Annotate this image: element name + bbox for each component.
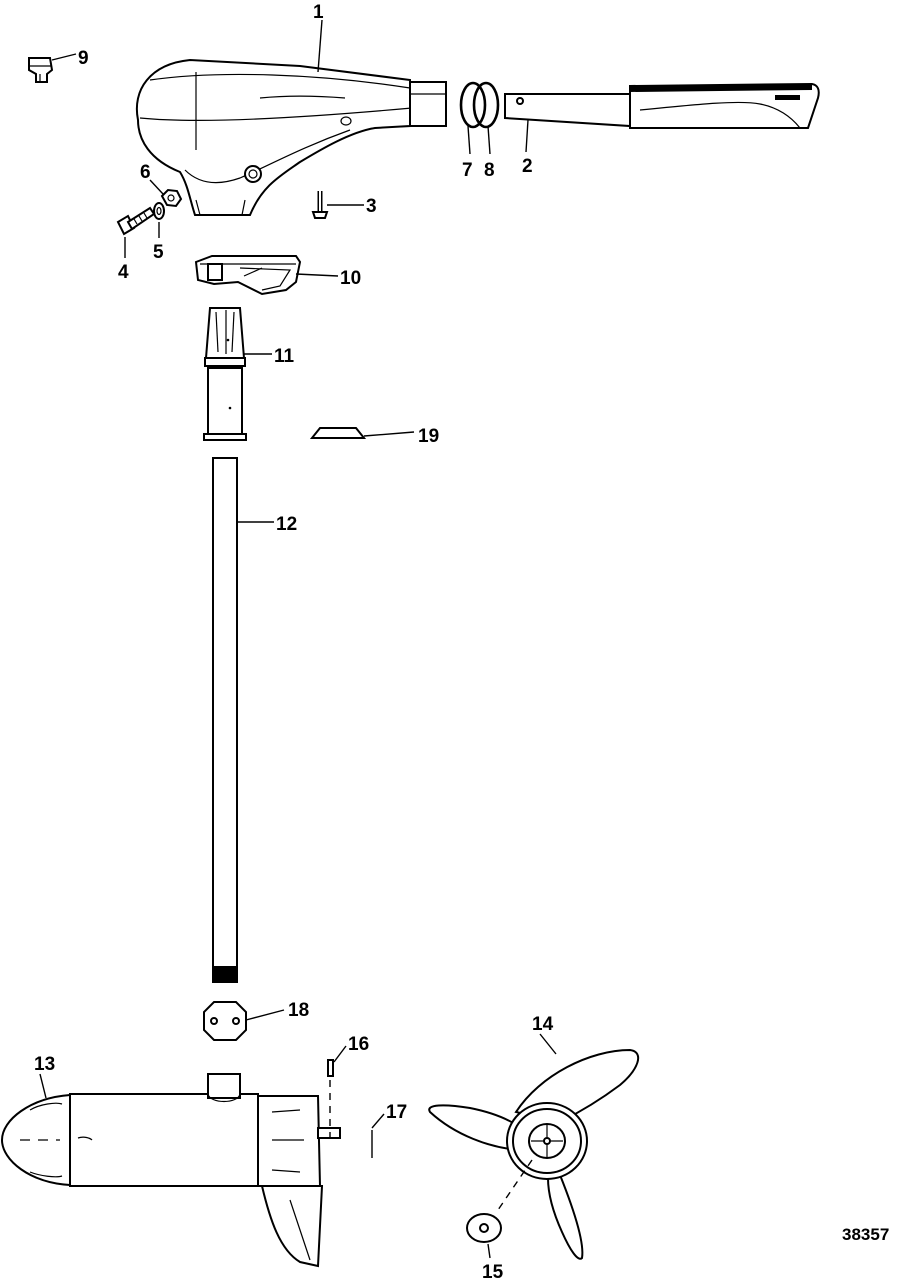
leader-1 [317,19,323,73]
leader-8 [487,125,491,155]
part-18-gasket [203,1001,247,1041]
part-12-shaft [212,457,238,983]
part-13-motor-housing [0,1073,341,1268]
part-15-prop-nut [466,1213,502,1243]
leader-lines [39,19,557,1259]
callout-7: 7 [462,160,473,181]
part-10-clamp [194,255,302,296]
leader-16 [333,1045,347,1063]
part-15-guide-line [497,1159,533,1211]
callout-8: 8 [484,160,495,181]
callout-12: 12 [276,514,297,535]
leader-6 [149,179,164,195]
part-4-bolt [116,206,156,236]
callout-labels: 1 2 3 4 5 6 7 8 9 10 11 12 13 14 15 16 1… [34,2,554,1280]
callout-17: 17 [386,1102,407,1123]
callout-16: 16 [348,1034,369,1055]
part-14-propeller [428,1048,640,1260]
callout-10: 10 [340,268,361,289]
part-6-nut [160,188,183,208]
leader-19 [363,431,415,437]
leader-14 [539,1033,557,1055]
part-2-tiller-handle [504,82,820,129]
part-16-pin [327,1059,334,1077]
leader-18 [245,1009,285,1021]
leader-2 [525,119,529,153]
callout-6: 6 [140,162,151,183]
callout-13: 13 [34,1054,55,1075]
figure-number: 38357 [842,1225,889,1244]
callout-15: 15 [482,1262,504,1280]
part-9-plug [28,57,54,83]
callout-5: 5 [153,242,164,263]
callout-2: 2 [522,156,533,177]
callout-9: 9 [78,48,89,69]
callout-14: 14 [532,1014,554,1035]
leader-9 [51,53,77,61]
part-8-o-ring [472,81,500,129]
part-5-washer [153,202,165,220]
leader-7 [467,125,471,155]
callout-19: 19 [418,426,439,447]
callout-11: 11 [274,346,295,367]
leader-17 [371,1113,385,1129]
leader-13 [39,1073,47,1099]
callout-3: 3 [366,196,377,217]
part-7-o-ring [459,81,487,129]
callout-1: 1 [313,2,324,23]
callout-18: 18 [288,1000,309,1021]
part-11-collar [203,307,247,441]
leader-10 [295,273,339,277]
leader-15 [487,1243,491,1259]
callout-4: 4 [118,262,129,283]
part-3-screw [311,191,329,219]
part-19-pad [309,427,367,439]
part-1-control-head [135,58,447,216]
